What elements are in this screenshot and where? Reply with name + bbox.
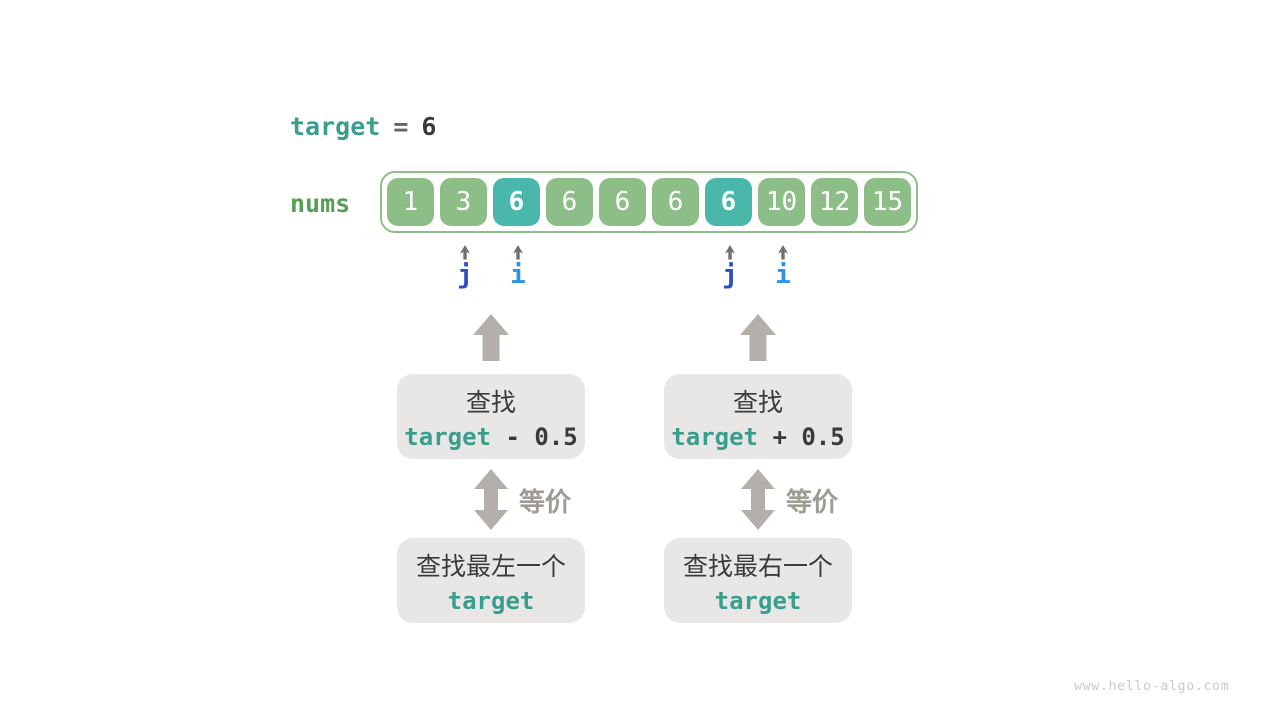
pointer-label-i: i (775, 260, 791, 290)
equivalence-label-right: 等价 (786, 487, 839, 517)
pointer-i-index-7: i (760, 244, 806, 289)
pointer-j-index-6: j (707, 244, 753, 289)
array-cell-8: 12 (811, 178, 858, 226)
expr-operation: - 0.5 (491, 422, 578, 451)
pointer-up-arrow-icon (725, 245, 735, 260)
array-cell-3: 6 (546, 178, 593, 226)
array-cell-6: 6 (705, 178, 752, 226)
up-arrow-right (740, 314, 776, 361)
search-expression-right: target + 0.5 (671, 423, 844, 451)
nums-label: nums (290, 189, 351, 218)
array-cell-9: 15 (864, 178, 911, 226)
pointer-label-i: i (510, 260, 526, 290)
equivalence-arrow-right (741, 469, 775, 530)
array-cell-7: 10 (758, 178, 805, 226)
equivalence-label-left: 等价 (519, 487, 572, 517)
result-text-left: 查找最左一个 (415, 552, 566, 581)
array-cell-2: 6 (493, 178, 540, 226)
search-label-right: 查找 (732, 388, 783, 417)
result-box-right: 查找最右一个 target (664, 538, 852, 623)
watermark: www.hello-algo.com (1074, 678, 1230, 694)
search-expression-box-left: 查找 target - 0.5 (397, 374, 585, 459)
expr-operation: + 0.5 (758, 422, 845, 451)
pointer-i-index-2: i (495, 244, 541, 289)
target-variable: target (290, 112, 381, 141)
array-cell-1: 3 (440, 178, 487, 226)
target-value: 6 (421, 112, 437, 141)
pointer-up-arrow-icon (460, 245, 470, 260)
result-box-left: 查找最左一个 target (397, 538, 585, 623)
array-cell-4: 6 (599, 178, 646, 226)
pointer-up-arrow-icon (513, 245, 523, 260)
pointer-label-j: j (457, 260, 473, 290)
target-assignment: target = 6 (290, 112, 436, 141)
pointer-label-j: j (722, 260, 738, 290)
up-arrow-left (473, 314, 509, 361)
equivalence-arrow-left (474, 469, 508, 530)
equals-sign: = (393, 112, 409, 141)
result-target-left: target (447, 586, 535, 615)
expr-variable: target (671, 422, 758, 451)
array-cell-5: 6 (652, 178, 699, 226)
array-cell-0: 1 (387, 178, 434, 226)
search-label-left: 查找 (465, 388, 516, 417)
pointer-up-arrow-icon (778, 245, 788, 260)
search-expression-left: target - 0.5 (404, 423, 577, 451)
result-target-right: target (714, 586, 802, 615)
pointer-j-index-1: j (442, 244, 488, 289)
expr-variable: target (404, 422, 491, 451)
result-text-right: 查找最右一个 (682, 552, 833, 581)
search-expression-box-right: 查找 target + 0.5 (664, 374, 852, 459)
